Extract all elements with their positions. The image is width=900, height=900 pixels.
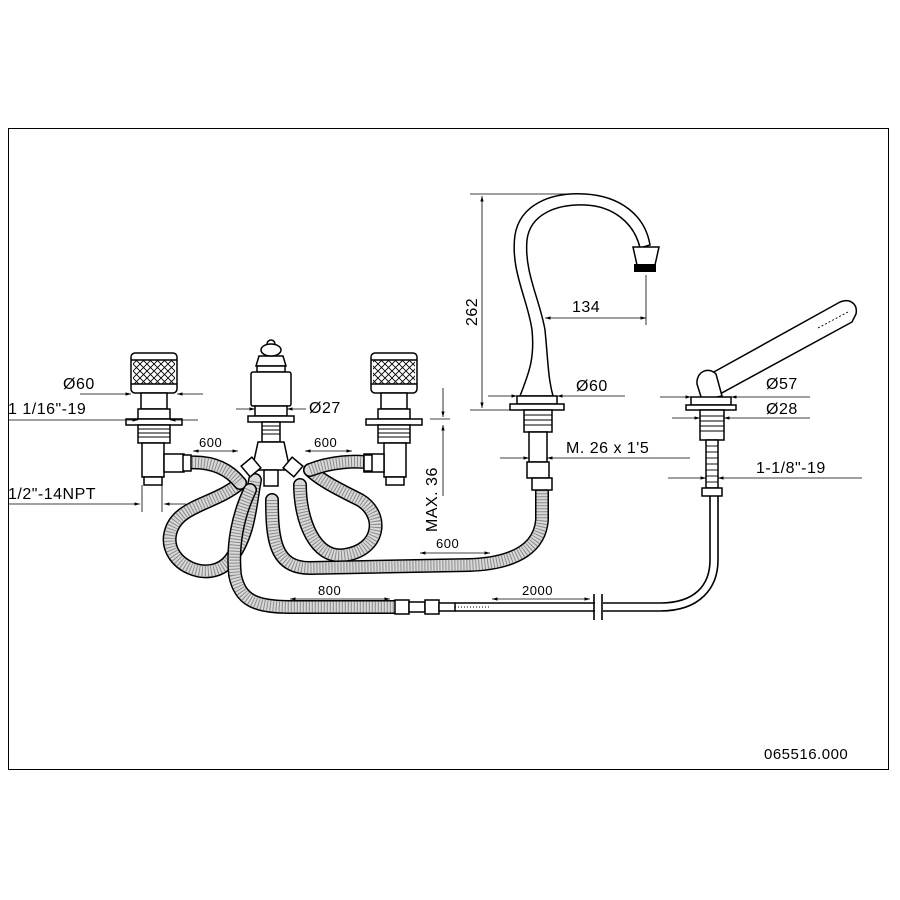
hoses: [162, 454, 719, 620]
label-max-deck: MAX. 36: [424, 467, 441, 532]
drawing-frame: [8, 128, 889, 770]
hose-shower-long: [455, 490, 711, 604]
left-handle: [125, 352, 185, 486]
label-hose-shower-long: 2000: [522, 583, 553, 598]
center-diverter: [240, 339, 304, 487]
label-npt: 1/2"-14NPT: [8, 486, 96, 503]
label-hose-shower-short: 800: [318, 583, 341, 598]
hand-shower: [685, 300, 858, 489]
label-hose-spout: 600: [436, 536, 459, 551]
label-hose-left: 600: [199, 435, 222, 450]
hose-connectors: [182, 454, 723, 615]
dimension-labels: Ø60 1 1/16"-19 1/2"-14NPT Ø27 600 600 MA…: [8, 298, 848, 763]
label-spout-thread: M. 26 x 1'5: [566, 440, 649, 457]
label-shower-thread: 1-1/8"-19: [756, 460, 826, 477]
label-dia-shower-a: Ø57: [766, 376, 798, 393]
spout: [509, 193, 660, 479]
label-dia-handle: Ø60: [63, 376, 95, 393]
label-spout-height: 262: [464, 298, 481, 326]
right-handle: [363, 352, 423, 486]
dimension-lines: [8, 193, 862, 601]
label-hose-right: 600: [314, 435, 337, 450]
label-dia-diverter: Ø27: [309, 400, 341, 417]
label-spout-reach: 134: [572, 299, 600, 316]
label-dia-spout: Ø60: [576, 378, 608, 395]
drawing-number: 065516.000: [764, 746, 848, 763]
label-thread-handle: 1 1/16"-19: [8, 401, 86, 418]
label-dia-shower-b: Ø28: [766, 401, 798, 418]
